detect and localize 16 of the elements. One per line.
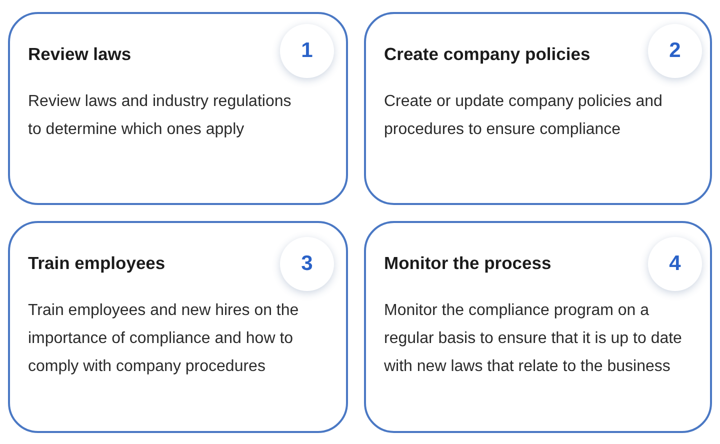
card-description: Review laws and industry regulations to determine which ones apply [28, 92, 292, 140]
card-heading: Create company policies [384, 44, 590, 65]
step-card [364, 12, 712, 205]
card-description: Create or update company policies and procedures to ensure compliance [384, 92, 664, 140]
step-card [8, 221, 348, 433]
card-heading: Monitor the process [384, 253, 552, 274]
step-card [8, 12, 348, 205]
card-heading: Train employees [28, 253, 166, 274]
step-card [364, 221, 712, 433]
step-number: 1 [280, 24, 334, 78]
card-heading: Review laws [28, 44, 132, 65]
card-description: Train employees and new hires on the importance of compliance and how to comply with company procedures [28, 301, 300, 377]
step-number: 3 [280, 237, 334, 291]
step-number: 4 [648, 237, 702, 291]
card-description: Monitor the compliance program on a regular basis to ensure that it is up to date with new laws that relate to the business [384, 301, 683, 377]
step-number: 2 [648, 24, 702, 78]
